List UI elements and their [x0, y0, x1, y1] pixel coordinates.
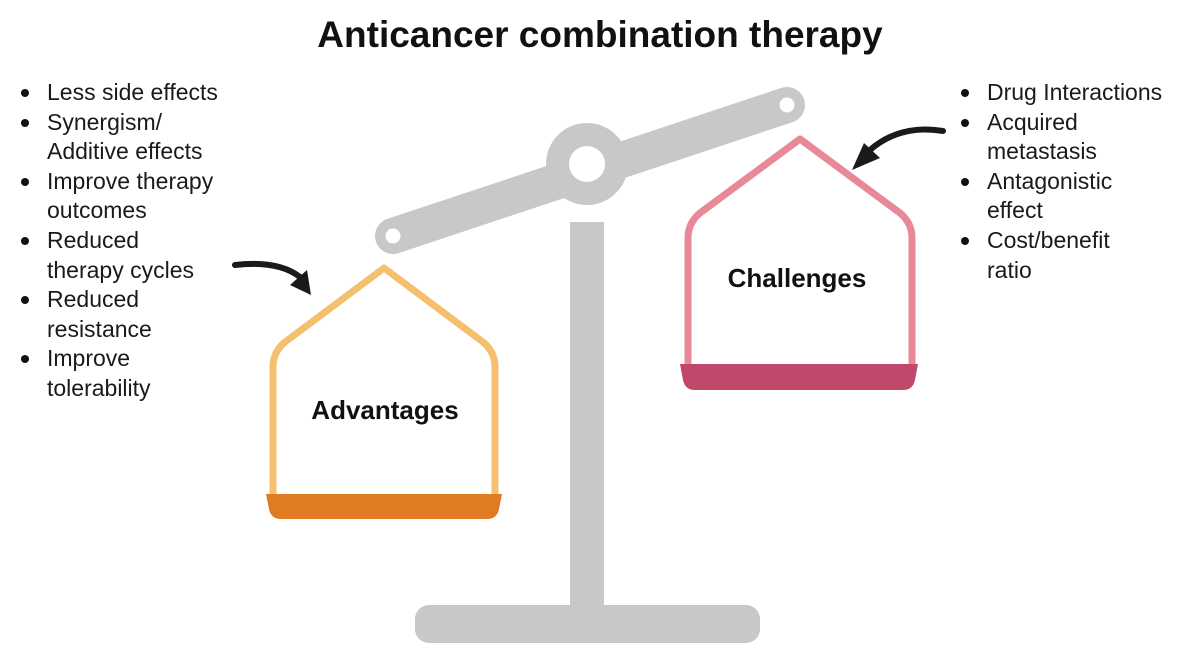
beam-end-right [779, 97, 795, 113]
advantages-item: Synergism/Additive effects [10, 108, 250, 167]
advantages-pan-frame [269, 264, 499, 497]
scale-post [570, 222, 604, 612]
challenges-item: Drug Interactions [950, 78, 1195, 108]
advantages-pan-base [266, 494, 502, 519]
beam-end-left [385, 228, 401, 244]
curved-arrow-icon [852, 126, 946, 170]
diagram-title: Anticancer combination therapy [317, 14, 883, 55]
challenges-pan-base [680, 364, 918, 390]
advantages-label: Advantages [311, 395, 459, 425]
scale-pivot-hole [569, 146, 605, 182]
advantages-item: Less side effects [10, 78, 250, 108]
challenges-pan-frame [684, 135, 916, 368]
challenges-label: Challenges [727, 263, 867, 293]
scale-base [415, 605, 760, 643]
curved-arrow-icon [232, 260, 311, 295]
